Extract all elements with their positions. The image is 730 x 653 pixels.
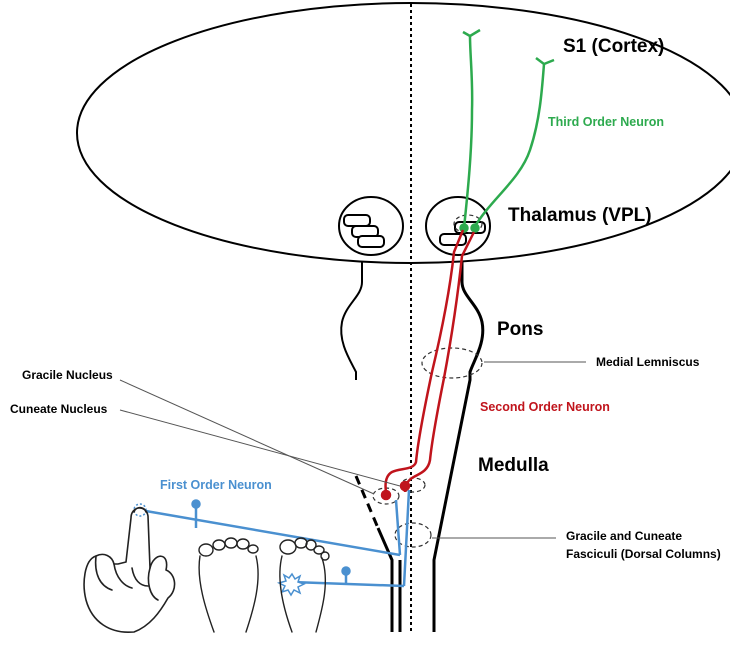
- label-fasciculi-line-2: Fasciculi (Dorsal Columns): [566, 547, 721, 561]
- leader-gracile-nucleus: [120, 380, 374, 494]
- toe: [237, 539, 249, 549]
- thalamus-right-block: [440, 234, 466, 245]
- stimulus-toe-burst: [279, 574, 304, 595]
- label-thalamus: Thalamus (VPL): [508, 205, 652, 226]
- label-medulla: Medulla: [478, 455, 549, 476]
- label-cuneate-nucleus: Cuneate Nucleus: [10, 402, 108, 416]
- thalamus-right: [426, 197, 490, 255]
- label-gracile-nucleus: Gracile Nucleus: [22, 368, 113, 382]
- medulla-left-dashed: [356, 476, 378, 528]
- first-order-axon-lower-limb: [292, 582, 404, 586]
- thalamus-left-block: [358, 236, 384, 247]
- second-order-neuron: [382, 230, 474, 499]
- hand-fold: [114, 564, 132, 588]
- thalamus-left-block: [344, 215, 370, 226]
- second-order-soma: [382, 491, 390, 499]
- toe: [280, 540, 296, 554]
- label-second-order-neuron: Second Order Neuron: [480, 400, 610, 414]
- hand-fold: [148, 568, 158, 600]
- second-order-axon-1: [386, 230, 463, 492]
- dorsal-root-ganglion: [343, 568, 350, 575]
- hand-icon: [84, 508, 174, 633]
- brainstem-left-outline: [341, 262, 362, 380]
- label-fasciculi-line-1: Gracile and Cuneate: [566, 529, 682, 543]
- second-order-axon-2: [405, 232, 474, 492]
- hand-fold: [132, 568, 148, 586]
- medulla-left-outline: [378, 528, 392, 632]
- label-medial-lemniscus: Medial Lemniscus: [596, 355, 700, 369]
- first-order-axon-upper-limb: [140, 510, 400, 555]
- left-foot-icon: [199, 538, 258, 632]
- toe: [248, 545, 258, 553]
- leader-cuneate-nucleus: [120, 410, 400, 486]
- toe: [213, 540, 225, 550]
- right-foot-outline: [280, 556, 325, 632]
- toe: [321, 552, 329, 560]
- hand-fold: [96, 556, 112, 590]
- dorsal-root-ganglion: [193, 501, 200, 508]
- leader-lines: [120, 362, 586, 538]
- first-order-dorsal-column: [396, 490, 409, 586]
- label-first-order-neuron: First Order Neuron: [160, 478, 272, 492]
- label-third-order-neuron: Third Order Neuron: [548, 115, 664, 129]
- toe: [199, 544, 213, 556]
- brainstem-right-outline: [434, 262, 483, 632]
- toe: [225, 538, 237, 548]
- left-foot-outline: [199, 556, 258, 632]
- label-pons: Pons: [497, 319, 543, 340]
- hand-outline: [84, 508, 174, 632]
- thalamus-left: [339, 197, 403, 255]
- second-order-soma: [401, 482, 409, 490]
- stimulus-toe-icon: [279, 574, 304, 595]
- toe: [295, 538, 307, 548]
- third-order-soma: [472, 225, 479, 232]
- label-cortex: S1 (Cortex): [563, 36, 664, 57]
